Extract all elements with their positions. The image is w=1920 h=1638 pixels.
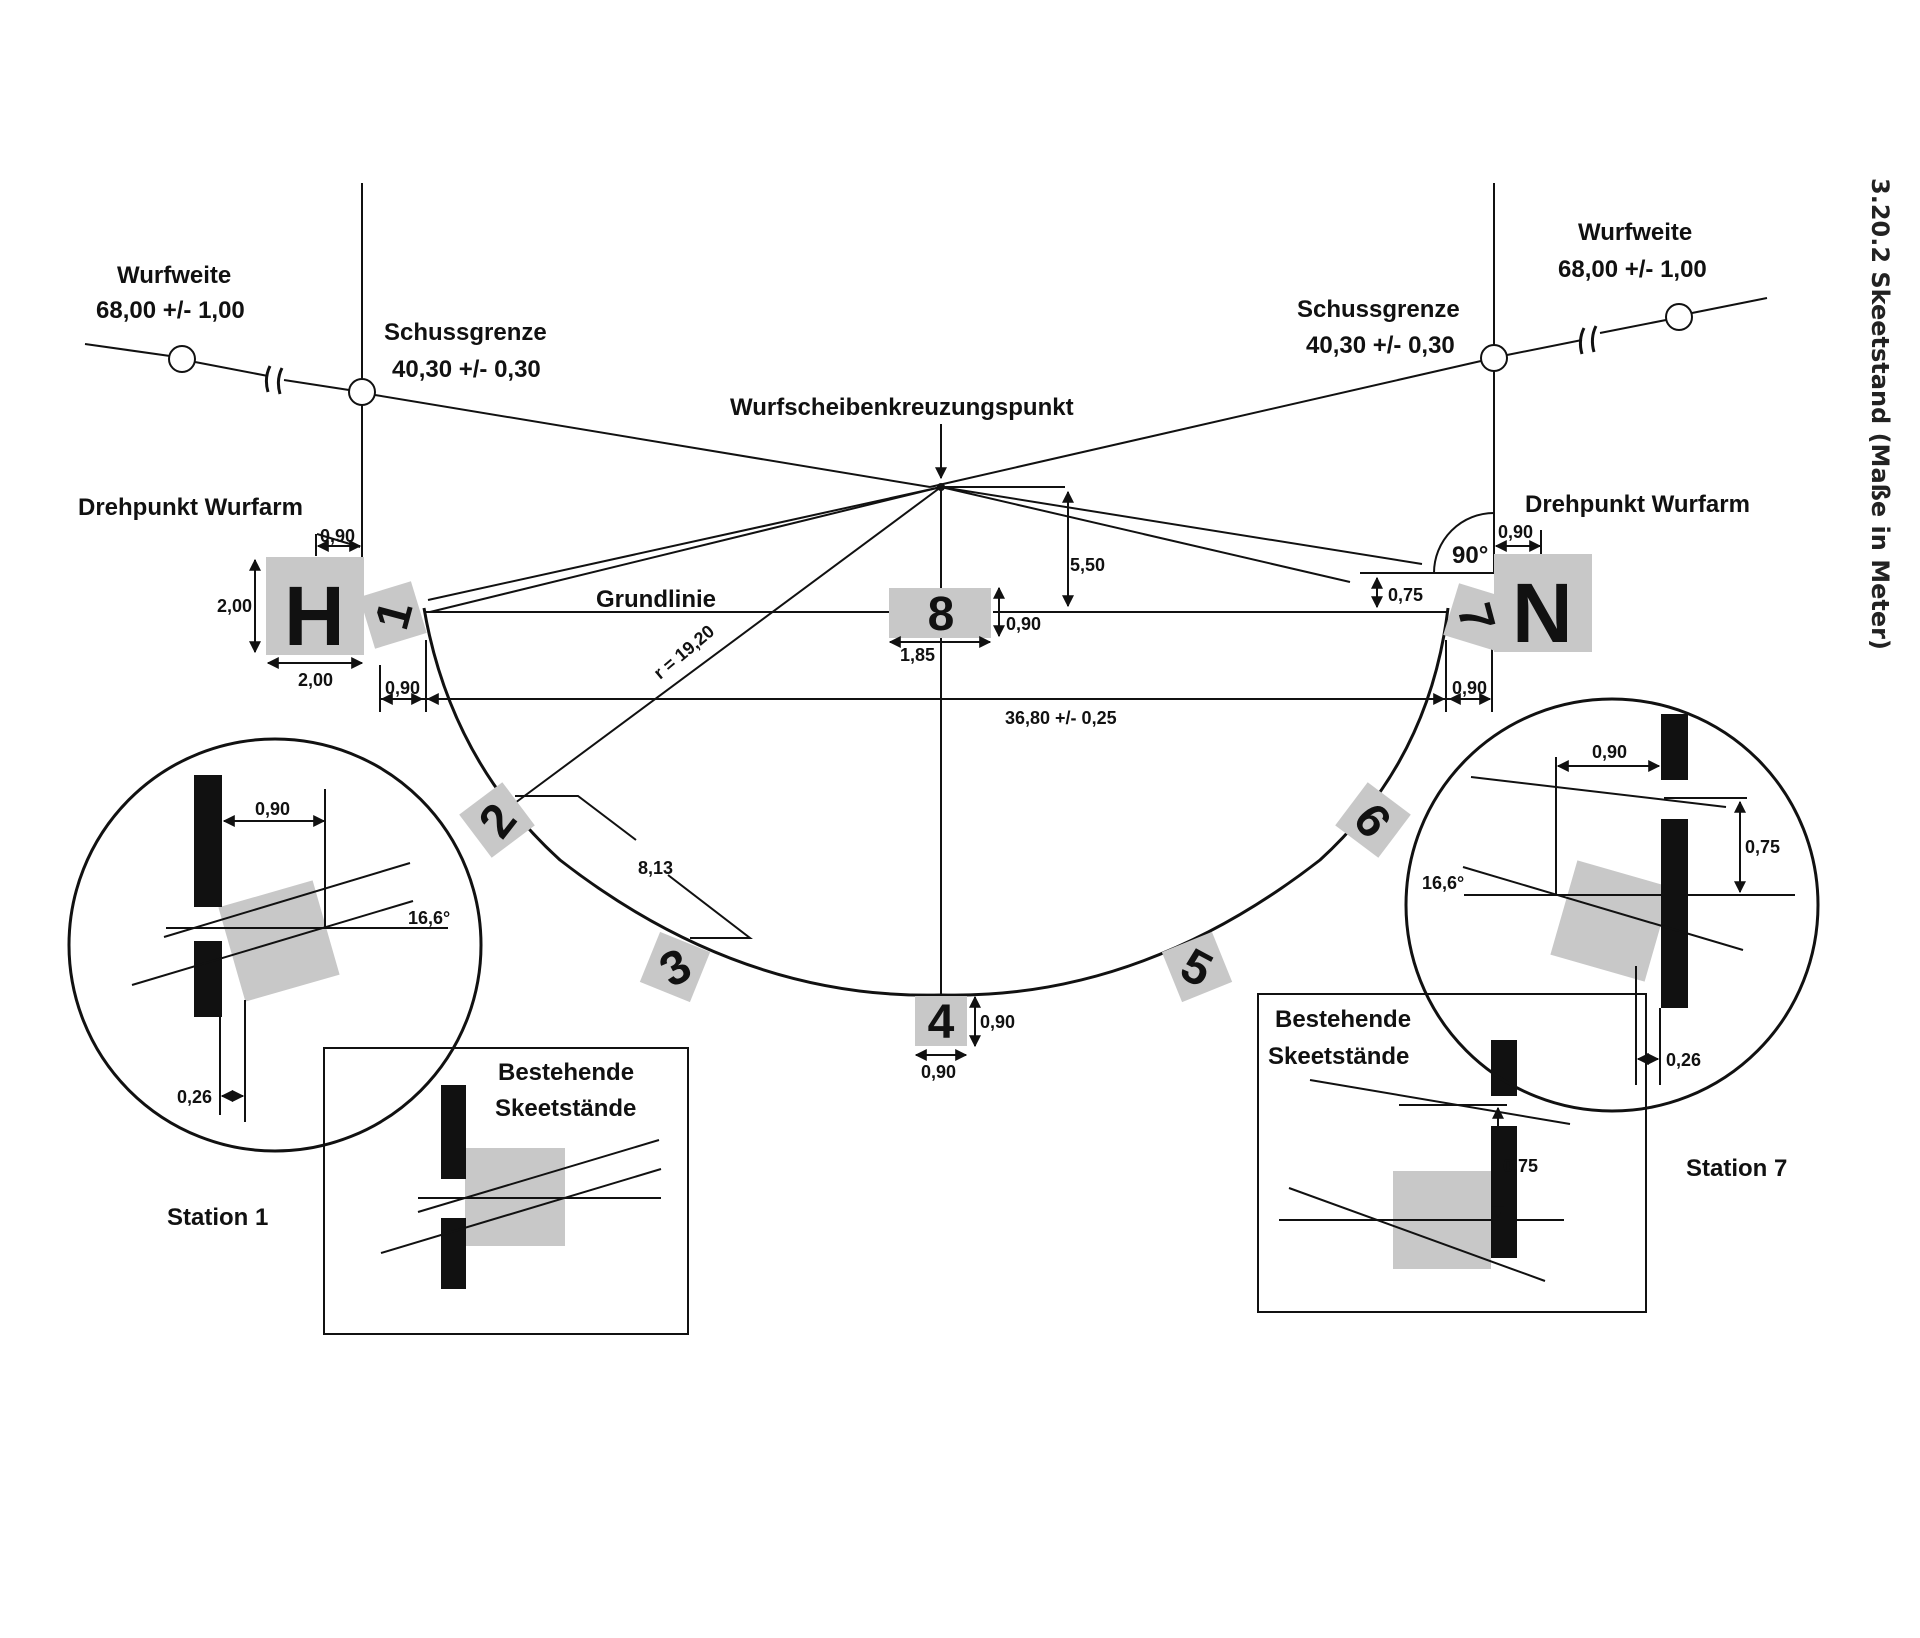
dim-st8-width: 1,85 bbox=[900, 645, 935, 665]
station-6: 6 bbox=[1335, 782, 1411, 858]
dim-h-width: 2,00 bbox=[298, 670, 333, 690]
dim-st8-height: 0,90 bbox=[1006, 614, 1041, 634]
schussgrenze-title-right: Schussgrenze bbox=[1297, 296, 1460, 323]
inset1-offset-label: 0,90 bbox=[255, 799, 290, 819]
station-7-caption: Station 7 bbox=[1686, 1155, 1787, 1182]
station-8: 8 bbox=[889, 588, 991, 641]
station-7: 7 bbox=[1443, 583, 1511, 651]
station-4: 4 bbox=[915, 996, 967, 1049]
angle-90-label: 90° bbox=[1452, 542, 1488, 569]
right-throw-line bbox=[929, 183, 1768, 573]
station-3: 3 bbox=[639, 931, 711, 1003]
dim-low-height: 0,75 bbox=[1388, 585, 1423, 605]
existing-title-1: Bestehende bbox=[1275, 1006, 1411, 1033]
wurfweite-title-right: Wurfweite bbox=[1578, 219, 1692, 246]
existing-stands-box-right: 0,75 Bestehende Skeetstände bbox=[1257, 993, 1647, 1313]
station-7-detail: 0,90 0,75 16,6° 0,26 bbox=[1404, 697, 1820, 1113]
schussgrenze-title-left: Schussgrenze bbox=[384, 319, 547, 346]
existing-title-1: Bestehende bbox=[498, 1059, 634, 1086]
drehpunkt-label-left: Drehpunkt Wurfarm bbox=[78, 494, 303, 521]
baseline-label: Grundlinie bbox=[596, 586, 716, 613]
inset1-gap-label: 0,26 bbox=[177, 1087, 212, 1107]
wurfweite-marker-right bbox=[1665, 303, 1693, 331]
dim-crossing-height: 5,50 bbox=[1070, 555, 1105, 575]
station-1-caption: Station 1 bbox=[167, 1204, 268, 1231]
dim-st4-height: 0,90 bbox=[980, 1012, 1015, 1032]
existing-stands-box-left: Bestehende Skeetstände bbox=[323, 1047, 689, 1335]
existing-right-height-label: 0,75 bbox=[1503, 1156, 1538, 1176]
page-title: 3.20.2 Skeetstand (Maße in Meter) bbox=[1866, 178, 1894, 650]
dim-n-offset: 0,90 bbox=[1498, 522, 1533, 542]
radius-label: r = 19,20 bbox=[650, 621, 718, 683]
station-sight-lines bbox=[427, 486, 1423, 995]
dim-h-offset: 0,90 bbox=[320, 526, 355, 546]
right-angle-arc bbox=[1433, 512, 1495, 574]
dim-chord-width: 36,80 +/- 0,25 bbox=[1005, 708, 1117, 728]
low-house-letter: N bbox=[1512, 566, 1573, 660]
svg-text:8: 8 bbox=[928, 588, 955, 641]
wurfweite-value-right: 68,00 +/- 1,00 bbox=[1558, 256, 1707, 283]
low-house: N bbox=[1494, 554, 1592, 660]
station-2: 2 bbox=[459, 782, 535, 858]
high-house: H bbox=[266, 557, 364, 663]
st2-3-dim-line bbox=[515, 795, 753, 939]
drehpunkt-label-right: Drehpunkt Wurfarm bbox=[1525, 491, 1750, 518]
station-1-detail: 0,90 16,6° 0,26 bbox=[67, 737, 483, 1153]
wurfweite-title-left: Wurfweite bbox=[117, 262, 231, 289]
existing-title-2: Skeetstände bbox=[495, 1095, 636, 1122]
svg-text:4: 4 bbox=[928, 996, 955, 1049]
high-house-letter: H bbox=[284, 569, 345, 663]
dim-st1-width: 0,90 bbox=[385, 678, 420, 698]
kreuzungspunkt-label: Wurfscheibenkreuzungspunkt bbox=[730, 394, 1074, 421]
station-arc bbox=[422, 607, 1450, 997]
inset7-gap-label: 0,26 bbox=[1666, 1050, 1701, 1070]
inset7-offset-label: 0,90 bbox=[1592, 742, 1627, 762]
schussgrenze-marker-left bbox=[348, 378, 376, 406]
existing-title-2: Skeetstände bbox=[1268, 1043, 1409, 1070]
wurfweite-marker-left bbox=[168, 345, 196, 373]
inset7-height-label: 0,75 bbox=[1745, 837, 1780, 857]
left-throw-line bbox=[84, 183, 931, 560]
station-1: 1 bbox=[359, 581, 427, 649]
schussgrenze-value-left: 40,30 +/- 0,30 bbox=[392, 356, 541, 383]
dim-st7-width: 0,90 bbox=[1452, 678, 1487, 698]
schussgrenze-marker-right bbox=[1480, 344, 1508, 372]
dim-st2-3: 8,13 bbox=[638, 858, 673, 878]
inset7-angle-label: 16,6° bbox=[1422, 873, 1464, 893]
inset1-angle-label: 16,6° bbox=[408, 908, 450, 928]
dim-st4-width: 0,90 bbox=[921, 1062, 956, 1082]
dim-h-height: 2,00 bbox=[217, 596, 252, 616]
schussgrenze-value-right: 40,30 +/- 0,30 bbox=[1306, 332, 1455, 359]
wurfweite-value-left: 68,00 +/- 1,00 bbox=[96, 297, 245, 324]
station-5: 5 bbox=[1161, 931, 1233, 1003]
